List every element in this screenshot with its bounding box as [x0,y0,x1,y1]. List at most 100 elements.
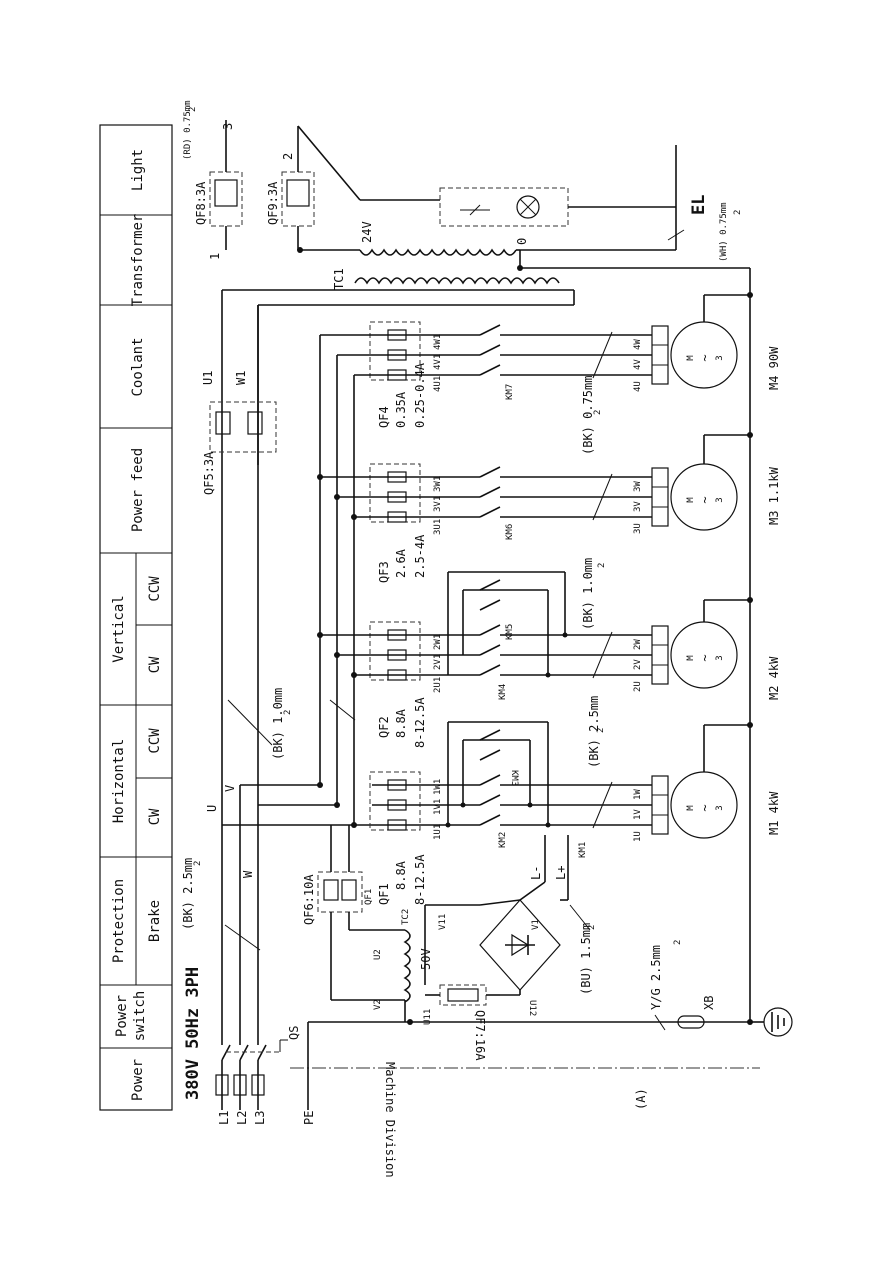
m2-term-2v: 2V [633,659,643,670]
node-2: 2 [281,153,295,160]
m3-symbol-3: 3 [715,497,725,502]
m3-circuit [479,466,652,518]
tc2-voltage: 50V [419,948,433,970]
m4-out-4v1: 4V1 [433,354,443,370]
header-protection: Protection [111,879,127,963]
m1-circuit [445,721,652,828]
qf4-block [320,321,480,381]
m1-wire-sup: 2 [596,728,606,733]
m2-circuit [447,571,652,678]
bus-u: U [205,805,219,812]
m1-symbol-tilde: ~ [698,804,712,811]
qf1-rating: 8.8A [394,860,408,890]
m2-wire: (BK) 1.0mm [581,558,595,630]
header-power: Power [130,1059,146,1101]
ground-wire-sup: 2 [673,940,683,945]
qf7-label: QF7:16A [473,1010,487,1061]
main-wire: (BK) 2.5mm [181,858,195,930]
contactor-km3: KM3 [509,770,519,786]
ground-wire: Y/G 2.5mm [649,945,663,1010]
header-horizontal-ccw: CCW [147,728,163,754]
contactor-km4: KM4 [498,684,508,700]
header-horizontal-cw: CW [147,808,163,825]
m1-out-1u1: 1U1 [433,824,443,840]
xb-label: XB [702,996,716,1010]
rectifier-v1: V1 [531,919,541,930]
transformer-tc2 [403,904,480,1022]
m1-term-1v: 1V [633,809,643,820]
m3-wire-sup: 2 [593,410,603,415]
supply-lines [215,290,372,1110]
motor-m1: M ~ 3 [651,724,750,839]
m3-term-3u: 3U [633,523,643,534]
m4-out-4w1: 4W1 [433,334,443,350]
header-vertical: Vertical [111,595,127,662]
m3-out-3v1: 3V1 [433,496,443,512]
header-horizontal: Horizontal [111,739,127,823]
header-brake: Brake [147,900,163,942]
qf3-rating: 2.6A [394,548,408,578]
node-1: 1 [208,253,222,260]
light-circuit [297,125,677,251]
pe-label: PE [302,1111,316,1125]
brake-v2: V2 [373,999,383,1010]
qf7-block [425,984,500,1006]
light-wire-wh-sup: 2 [733,210,743,215]
qf8-block [209,120,243,250]
main-wire-sup: 2 [193,861,203,866]
node-3: 3 [221,123,235,130]
light-wire-wh: (WH) 0.75mm [719,202,729,262]
m2-out-2v1: 2V1 [433,654,443,670]
bus-w: W [241,870,255,878]
supply-spec: 380V 50Hz 3PH [183,967,203,1100]
tc1-zero: 0 [515,238,529,245]
light-wire-rd-sup: 2 [188,107,198,112]
header-coolant: Coolant [130,337,146,396]
m4-symbol-tilde: ~ [698,354,712,361]
tc1-label: TC1 [332,268,346,290]
qf4-range: 0.25-0.4A [413,362,427,428]
m3-term-3w: 3W [633,481,643,492]
qf2-range: 8-12.5A [413,697,427,748]
qf4-name: QF4 [377,406,391,428]
m3-wire: (BK) 0.75mm [581,376,595,455]
motor-m3: M ~ 3 [651,434,750,531]
header-vertical-cw: CW [147,656,163,673]
qf3-range: 2.5-4A [413,534,427,578]
contactor-km5: KM5 [505,624,515,640]
header-light: Light [130,149,146,191]
m3-out-3u1: 3U1 [433,519,443,535]
header-transformer: Transformer [130,214,146,307]
contactor-km7: KM7 [505,384,515,400]
m4-out-4u1: 4U1 [433,376,443,392]
tc1-u1: U1 [201,371,215,385]
m4-circuit [479,324,652,376]
qf5-block [209,289,575,453]
tc2-label: TC2 [401,909,411,925]
qf4-rating: 0.35A [394,391,408,428]
m1-symbol-m: M [686,805,696,811]
brake-lminus: L- [529,866,543,880]
m4-label: M4 90W [767,346,781,390]
motor-m4: M ~ 3 [651,294,750,389]
m4-term-4u: 4U [633,381,643,392]
bus-wire: (BK) 1.0mm [271,688,285,760]
brake-lplus: L+ [554,866,568,880]
m2-term-2w: 2W [633,639,643,650]
m3-label: M3 1.1kW [767,466,781,525]
qf6-block [317,825,405,1001]
phase-l2: L2 [235,1111,249,1125]
qf2-block [320,621,480,681]
m1-label: M1 4kW [767,791,781,835]
contactor-km2: KM2 [498,832,508,848]
phase-l1: L1 [217,1111,231,1125]
rectifier-bridge [479,835,569,996]
phase-l3: L3 [253,1111,267,1125]
qf1-range: 8-12.5A [413,854,427,905]
machine-division: Machine Division [383,1062,397,1178]
tc2-u11: U11 [423,1009,433,1025]
light-wire-rd: (RD) 0.75mm [183,100,193,160]
m1-symbol-3: 3 [715,805,725,810]
